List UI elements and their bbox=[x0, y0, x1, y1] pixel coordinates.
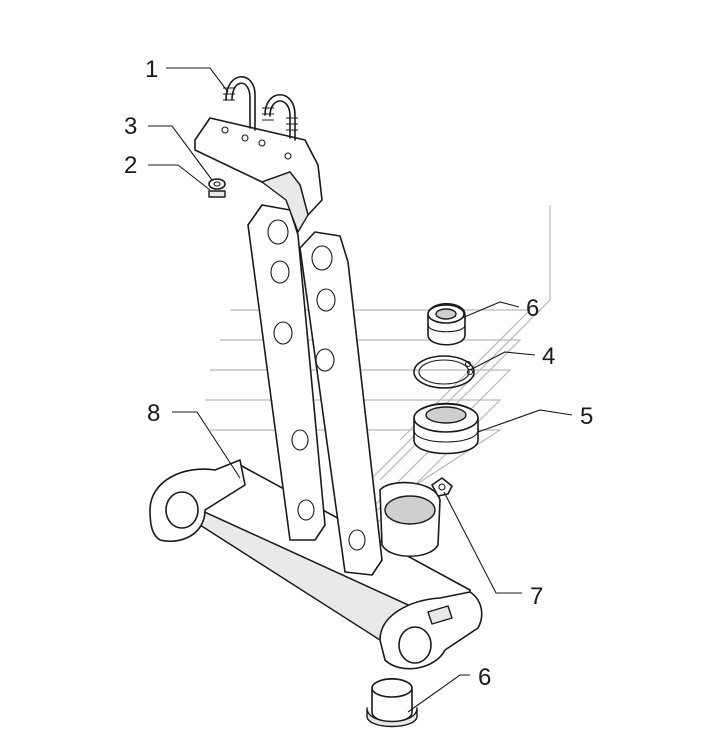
base-frame bbox=[149, 459, 483, 670]
callout-8: 8 bbox=[147, 400, 160, 427]
bushing-top bbox=[427, 303, 466, 346]
callout-5: 5 bbox=[580, 403, 593, 430]
callout-6-bottom: 6 bbox=[478, 664, 491, 691]
callout-3: 3 bbox=[124, 113, 137, 140]
snap-ring bbox=[413, 355, 475, 389]
upright-plate-rear bbox=[247, 204, 326, 541]
grease-fitting bbox=[431, 477, 453, 497]
washer-and-nut bbox=[208, 178, 226, 198]
leader-lines bbox=[148, 67, 573, 713]
callout-6-top: 6 bbox=[526, 295, 539, 322]
upright-plate-front bbox=[299, 231, 383, 576]
bushing-bottom bbox=[366, 678, 418, 728]
callout-1: 1 bbox=[145, 56, 158, 83]
bearing bbox=[413, 402, 479, 455]
callout-2: 2 bbox=[124, 152, 137, 179]
callout-labels: 1 3 2 6 4 8 5 7 6 bbox=[124, 56, 593, 691]
callout-7: 7 bbox=[530, 583, 543, 610]
callout-4: 4 bbox=[542, 343, 555, 370]
mounting-bracket bbox=[194, 117, 323, 233]
